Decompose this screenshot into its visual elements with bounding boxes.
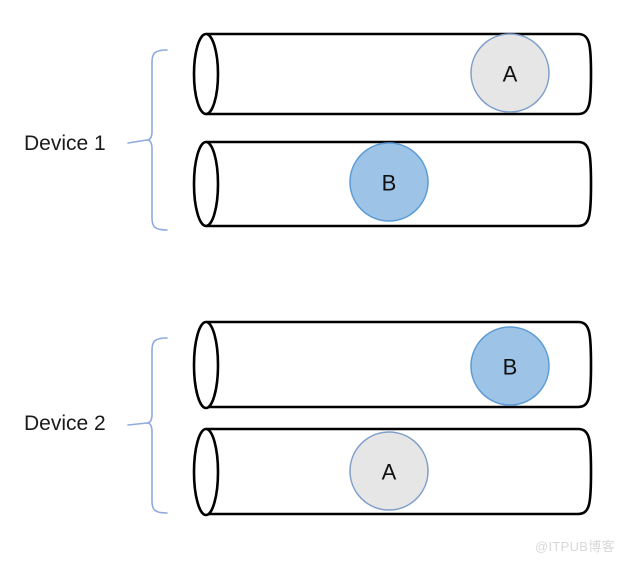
disk-a-device-1: A: [470, 33, 550, 113]
disk-b-device-2: B: [470, 326, 550, 406]
disk-b-device-1: B: [349, 142, 429, 222]
device-1-brace-leader: [127, 139, 148, 144]
cylinder-left-cap: [192, 427, 220, 517]
device-group-1: Device 1 A B: [24, 32, 593, 231]
disk-circle: [349, 431, 429, 511]
curly-brace-icon: [146, 337, 168, 514]
device-2-cylinder-2: A: [192, 427, 593, 517]
disk-label: B: [382, 171, 397, 196]
device-1-label: Device 1: [24, 132, 106, 155]
device-1-cylinder-2: B: [192, 140, 593, 228]
disk-label: B: [503, 355, 518, 380]
device-2-brace-leader: [127, 422, 148, 426]
device-group-2: Device 2 B A: [24, 320, 593, 517]
disk-label: A: [503, 62, 518, 87]
device-1-brace: [127, 49, 168, 231]
cylinder-left-cap: [192, 32, 220, 116]
device-2-cylinder-1: B: [192, 320, 593, 410]
disk-a-device-2: A: [349, 431, 429, 511]
disk-circle: [349, 142, 429, 222]
device-2-label: Device 2: [24, 412, 106, 435]
disk-circle: [470, 326, 550, 406]
cylinder-left-cap: [192, 140, 220, 228]
disk-circle: [470, 33, 550, 113]
curly-brace-icon: [146, 49, 168, 231]
device-1-cylinder-1: A: [192, 32, 593, 116]
cylinder-left-cap: [192, 320, 220, 410]
disk-label: A: [382, 460, 397, 485]
device-2-brace: [127, 337, 168, 514]
watermark: @ITPUB博客: [535, 539, 615, 554]
